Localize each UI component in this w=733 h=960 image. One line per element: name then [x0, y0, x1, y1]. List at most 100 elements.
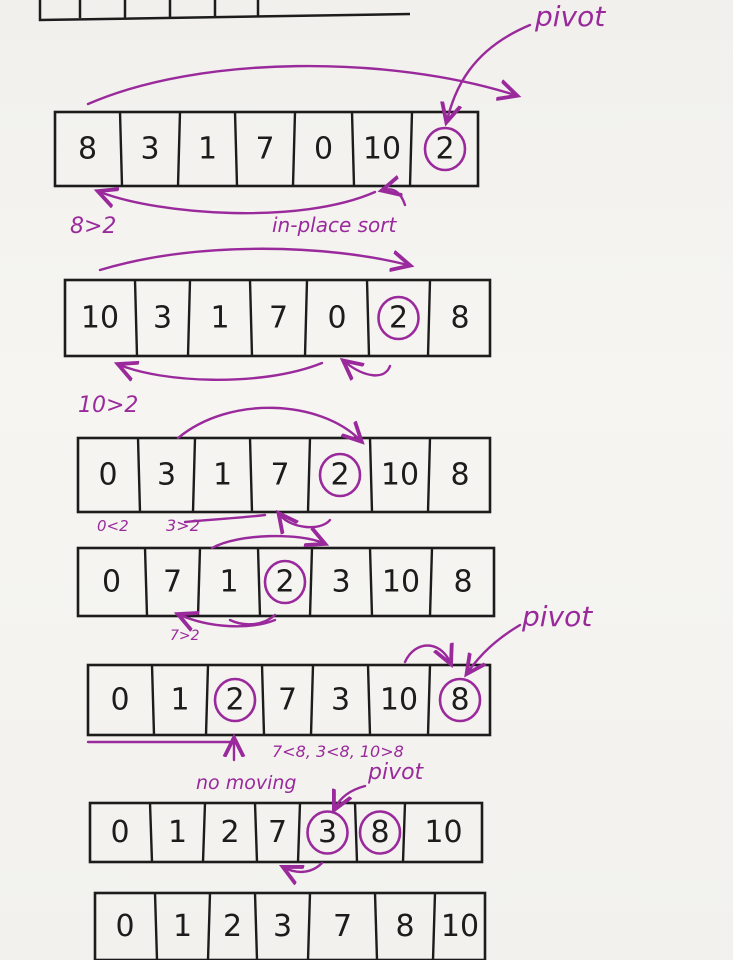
cell-divider — [309, 664, 315, 736]
cell-value: 1 — [210, 301, 229, 336]
cell-divider — [366, 664, 372, 736]
swap-arrows — [86, 23, 532, 872]
pivot-circle — [358, 810, 402, 855]
pivot-circle — [263, 559, 307, 605]
arrow-8-to-end — [86, 64, 515, 106]
cell-divider — [248, 279, 254, 357]
cell-value: 1 — [168, 815, 187, 850]
cell-divider — [204, 664, 210, 736]
pivot-circle — [213, 677, 257, 723]
cell-value: 3 — [157, 458, 176, 493]
cell-value: 2 — [435, 132, 454, 167]
cell-value: 10 — [380, 683, 418, 718]
cell-divider — [148, 802, 154, 863]
arrow-0-back — [120, 363, 324, 380]
cell-value: 0 — [327, 301, 346, 336]
cell-value: 8 — [370, 815, 389, 850]
cell-value: 8 — [450, 683, 469, 718]
cell-value: 2 — [220, 815, 239, 850]
pivot-circle — [438, 677, 482, 723]
cell-divider — [260, 664, 266, 736]
cell-divider — [118, 111, 124, 187]
arrow-small-1 — [384, 189, 407, 207]
pivot-circle — [377, 295, 420, 341]
note-nomoving: no moving — [196, 772, 296, 794]
cell-divider — [426, 279, 432, 357]
note-7gt2: 7>2 — [170, 628, 200, 644]
cell-value: 7 — [163, 565, 182, 600]
cell-value: 3 — [140, 132, 159, 167]
cell-divider — [196, 547, 202, 617]
cell-value: 10 — [441, 909, 479, 944]
cell-value: 2 — [275, 565, 294, 600]
cell-divider — [303, 279, 309, 357]
line-under-3 — [183, 513, 267, 524]
cell-divider — [368, 547, 374, 617]
cell-divider — [428, 547, 434, 617]
cell-value: 2 — [223, 909, 242, 944]
arrow-pivot-label-3 — [335, 784, 367, 808]
cell-value: 2 — [225, 683, 244, 718]
cell-value: 10 — [363, 132, 401, 167]
cell-divider — [176, 111, 182, 187]
cell-divider — [136, 437, 142, 513]
cell-value: 0 — [98, 458, 117, 493]
cell-value: 8 — [450, 301, 469, 336]
cell-value: 7 — [270, 458, 289, 493]
cell-divider — [248, 437, 254, 513]
cell-divider — [350, 111, 356, 187]
cell-value: 0 — [110, 683, 129, 718]
cell-value: 8 — [450, 458, 469, 493]
cell-value: 8 — [78, 132, 97, 167]
note-8gt2: 8>2 — [70, 214, 116, 239]
cell-value: 3 — [331, 565, 350, 600]
cell-divider — [431, 892, 437, 960]
cell-divider — [201, 802, 207, 863]
cell-divider — [291, 111, 297, 187]
cell-value: 3 — [318, 815, 337, 850]
cell-divider — [401, 802, 407, 863]
pivot-circle — [318, 452, 362, 498]
pivot-label-3: pivot — [367, 760, 425, 785]
cell-divider — [306, 437, 312, 513]
cell-value: 0 — [314, 132, 333, 167]
cell-value: 10 — [381, 458, 419, 493]
cell-divider — [408, 111, 414, 187]
array-frame — [86, 663, 492, 737]
cell-value: 1 — [173, 909, 192, 944]
cell-value: 10 — [424, 815, 462, 850]
cell-value: 10 — [382, 565, 420, 600]
scribble-4 — [228, 613, 277, 626]
cell-divider — [143, 547, 149, 617]
cell-divider — [253, 802, 259, 863]
cell-divider — [296, 802, 302, 863]
note-inplace: in-place sort — [272, 213, 397, 237]
cell-value: 7 — [269, 301, 288, 336]
arrow-pivot-label-1 — [447, 23, 532, 120]
cell-value: 0 — [115, 909, 134, 944]
note-3gt2: 3>2 — [166, 516, 200, 535]
annotations: pivot 8>2 in-place sort 10>2 0<2 3>2 7>2… — [70, 0, 606, 794]
arrow-10-to-2 — [98, 247, 408, 270]
array-frame — [76, 546, 496, 618]
cell-value: 0 — [110, 815, 129, 850]
cell-value: 0 — [102, 565, 121, 600]
cell-divider — [191, 437, 197, 513]
cell-value: 3 — [331, 683, 350, 718]
cell-value: 2 — [389, 301, 408, 336]
arrow-pivot-label-2 — [468, 623, 522, 672]
cell-value: 2 — [330, 458, 349, 493]
cell-value: 8 — [395, 909, 414, 944]
pivot-circle — [306, 810, 349, 855]
pivot-circle — [423, 126, 467, 172]
cell-divider — [426, 664, 432, 736]
cell-divider — [233, 111, 239, 187]
cell-divider — [256, 547, 262, 617]
cell-divider — [308, 547, 314, 617]
